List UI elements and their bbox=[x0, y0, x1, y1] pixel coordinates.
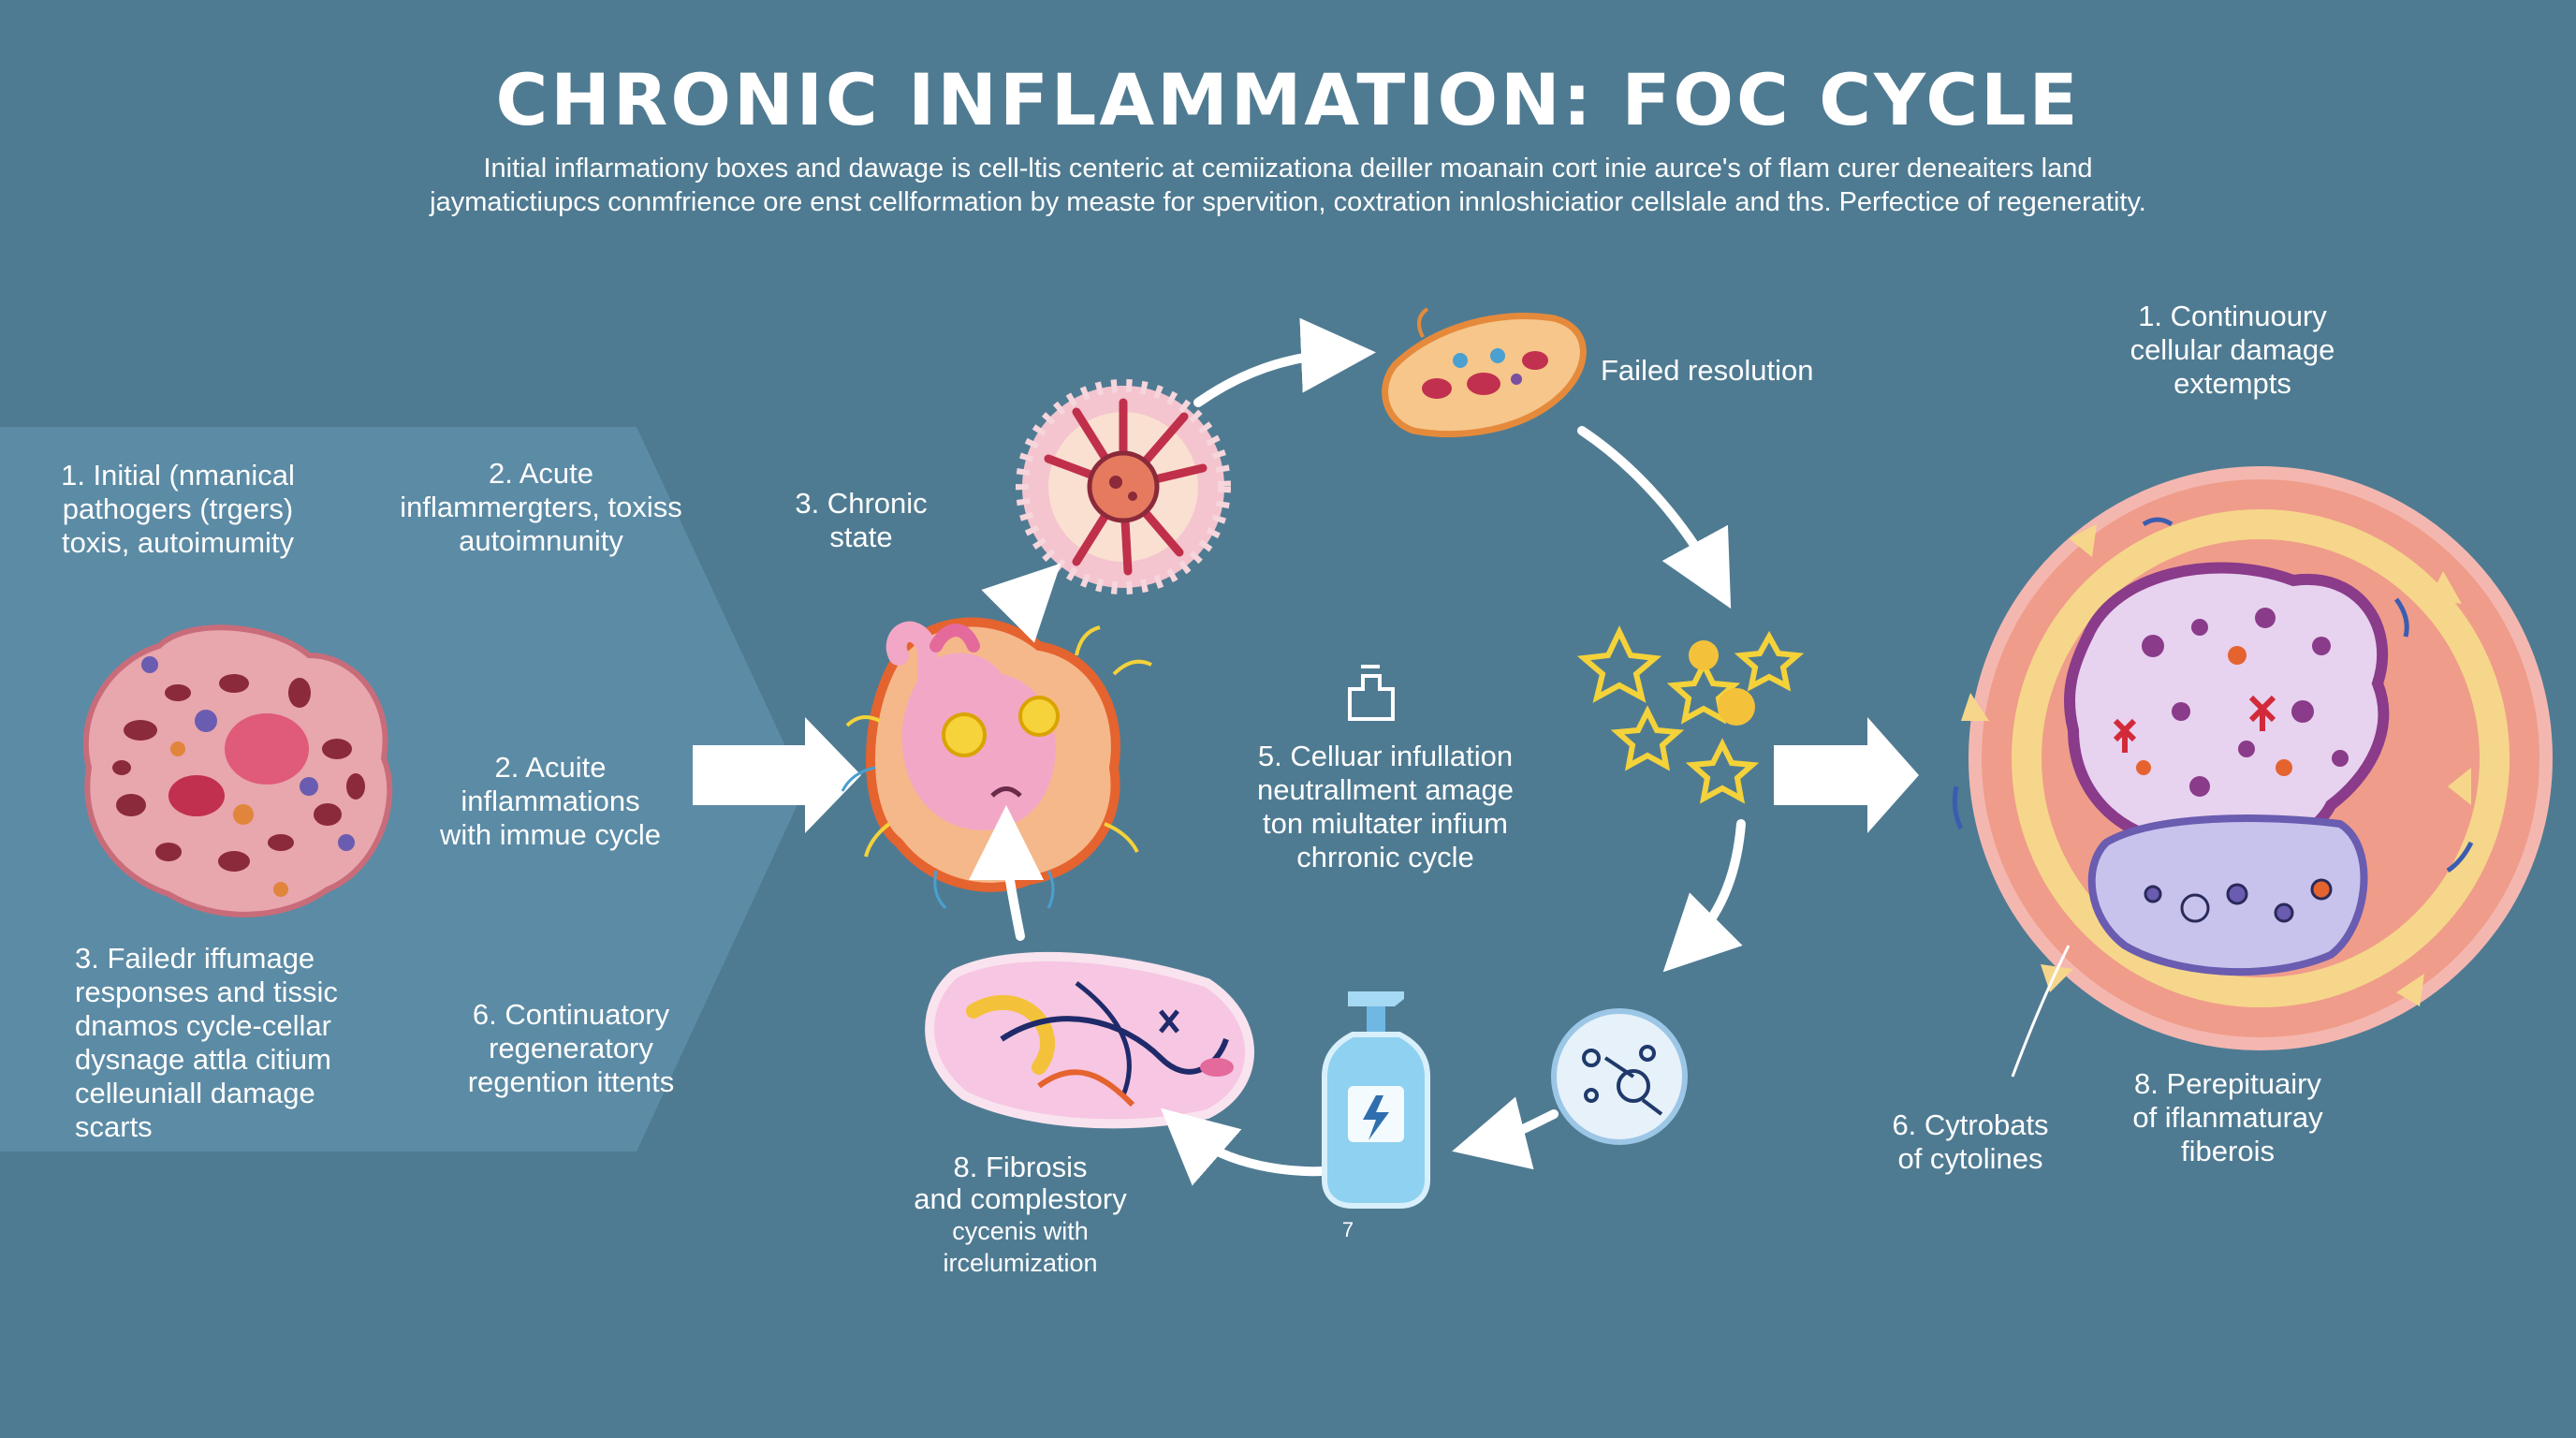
fibrotic-tissue-illustration bbox=[925, 951, 1254, 1129]
immune-cells-icon bbox=[1551, 1008, 1688, 1145]
subtitle-line-2: jaymatictiupcs conmfrience ore enst cell… bbox=[430, 187, 2146, 217]
damaged-cell-illustration bbox=[82, 624, 393, 917]
star-cluster-illustration bbox=[1576, 625, 1805, 804]
diagram-title: CHRONIC INFLAMMATION: FOC CYCLE bbox=[495, 58, 2081, 141]
spiky-inflamed-cell-illustration bbox=[1016, 379, 1231, 594]
subtitle-line-1: Initial inflarmationy boxes and dawage i… bbox=[483, 154, 2093, 183]
inflamed-cell-illustration bbox=[841, 617, 1152, 910]
clipboard-icon bbox=[1348, 665, 1395, 721]
label-failed-resolution: Failed resolution bbox=[1601, 354, 1814, 387]
left-panel-background bbox=[0, 427, 805, 1152]
arrow-into-cycle bbox=[693, 717, 861, 833]
arrow-into-right-panel bbox=[1774, 717, 1919, 833]
bottle-mark-label: 7 bbox=[1341, 1218, 1354, 1241]
spray-bottle-icon bbox=[1322, 991, 1430, 1209]
sun-icons bbox=[1689, 640, 1755, 726]
cycle-arrows bbox=[969, 317, 1746, 1186]
large-cell-illustration bbox=[1952, 466, 2553, 1078]
failed-resolution-cell-illustration bbox=[1382, 307, 1587, 438]
